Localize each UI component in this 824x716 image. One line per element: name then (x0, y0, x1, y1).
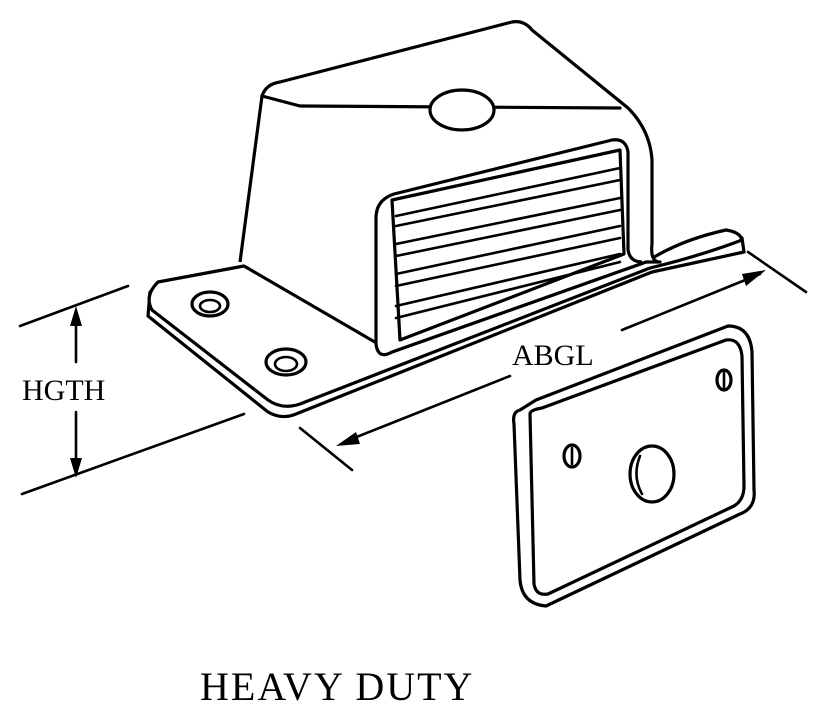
height-arrowhead-up (70, 306, 82, 326)
caption: HEAVY DUTY (200, 664, 474, 709)
striker-screw-hole-right (715, 368, 733, 392)
length-label: ABGL (512, 339, 594, 372)
length-extension-line-left (298, 426, 354, 472)
striker-center-hole-bevel (635, 454, 644, 496)
height-extension-line-top (18, 284, 130, 328)
height-dimension: HGTH (18, 284, 246, 496)
rib (394, 178, 622, 228)
bracket-body (146, 20, 746, 419)
striker-center-hole (628, 444, 676, 504)
height-label: HGTH (22, 374, 105, 407)
length-dimension-line-right (620, 272, 762, 332)
length-arrowhead-right (742, 270, 766, 286)
rib (394, 224, 622, 276)
length-dimension-line-left (342, 374, 512, 444)
striker-plate (512, 324, 756, 608)
height-extension-line-bottom (20, 412, 246, 496)
flange-hole-left (190, 290, 230, 318)
striker-plate-inner-edge (528, 338, 746, 596)
channel-ribs (394, 166, 622, 320)
striker-screw-hole-left (562, 443, 582, 469)
rib (394, 208, 622, 258)
top-mounting-hole (428, 88, 496, 132)
flange-hole-front (264, 347, 308, 377)
housing-top-front-edge (260, 94, 622, 110)
rib (394, 196, 622, 246)
channel-opening (390, 148, 626, 342)
height-arrowhead-down (70, 458, 82, 478)
length-extension-line-right (746, 250, 808, 294)
rib (394, 166, 622, 218)
rib (394, 236, 622, 288)
rib (394, 260, 622, 320)
rib (394, 252, 622, 308)
length-arrowhead-left (336, 432, 360, 446)
length-dimension: ABGL (298, 250, 808, 472)
